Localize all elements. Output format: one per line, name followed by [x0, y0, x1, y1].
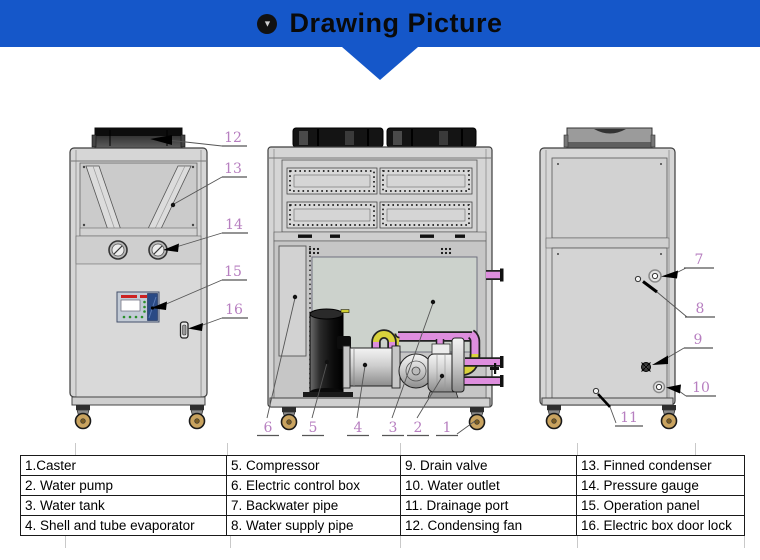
gridline-stub [577, 536, 578, 548]
rear-view: 7 8 9 10 11 [539, 127, 716, 430]
down-triangle-circle-icon: ▼ [257, 13, 278, 34]
drainage-port [592, 387, 600, 395]
part-cell: 6. Electric control box [226, 475, 401, 496]
callout-1: 1 [443, 420, 452, 436]
table-row: 2. Water pump 6. Electric control box 10… [20, 475, 745, 496]
gridline-stub [65, 536, 66, 548]
caster [468, 407, 486, 431]
part-cell: 16. Electric box door lock [576, 515, 745, 536]
rivet-clusters [308, 247, 452, 353]
internal-view: 6 5 4 3 2 1 [257, 127, 504, 437]
part-cell: 15. Operation panel [576, 495, 745, 516]
banner-pointer [342, 47, 418, 80]
callout-15: 15 [224, 264, 242, 280]
callout-7: 7 [695, 252, 704, 268]
callout-10: 10 [692, 380, 710, 396]
operation-panel [116, 291, 160, 323]
gridline-stub [75, 443, 76, 455]
front-view: 12 13 14 15 16 [69, 127, 248, 430]
parts-table: 1.Caster 5. Compressor 9. Drain valve 13… [20, 455, 745, 536]
caster [74, 405, 92, 430]
part-cell: 4. Shell and tube evaporator [20, 515, 227, 536]
water-supply-port [634, 275, 642, 283]
caster [280, 407, 298, 431]
evaporator [342, 345, 401, 389]
internal-callouts [257, 294, 476, 437]
part-cell: 5. Compressor [226, 455, 401, 476]
callout-13: 13 [224, 161, 242, 177]
condenser-grille [79, 162, 198, 237]
callout-6: 6 [264, 420, 273, 436]
rear-fan-shroud [563, 127, 656, 149]
section-title: Drawing Picture [289, 8, 503, 38]
part-cell: 11. Drainage port [400, 495, 577, 516]
callout-12: 12 [224, 130, 242, 146]
caster [660, 405, 678, 430]
gridline-stub [227, 443, 228, 455]
part-cell: 2. Water pump [20, 475, 227, 496]
callout-3: 3 [389, 420, 398, 436]
rear-callouts [597, 267, 716, 427]
pressure-gauges [75, 235, 202, 265]
caster [545, 405, 563, 430]
electric-control-box [278, 245, 307, 357]
callout-16: 16 [225, 302, 243, 318]
part-cell: 7. Backwater pipe [226, 495, 401, 516]
callout-14: 14 [225, 217, 243, 233]
gridline-stub [577, 443, 578, 455]
front-callouts [150, 135, 248, 331]
fan-shroud [91, 127, 186, 149]
callout-5: 5 [309, 420, 318, 436]
part-cell: 8. Water supply pipe [226, 515, 401, 536]
table-row: 1.Caster 5. Compressor 9. Drain valve 13… [20, 455, 745, 476]
table-row: 4. Shell and tube evaporator 8. Water su… [20, 515, 745, 536]
callout-4: 4 [354, 420, 363, 436]
part-cell: 12. Condensing fan [400, 515, 577, 536]
door-lock-handle [179, 321, 189, 339]
callout-11: 11 [620, 410, 638, 426]
table-row: 3. Water tank 7. Backwater pipe 11. Drai… [20, 495, 745, 516]
gridline-stub [744, 536, 745, 548]
gridline-stub [695, 443, 696, 455]
callout-8: 8 [696, 301, 705, 317]
chiller-technical-drawing: 12 13 14 15 16 [69, 127, 716, 437]
callout-2: 2 [414, 420, 423, 436]
part-cell: 3. Water tank [20, 495, 227, 516]
part-cell: 10. Water outlet [400, 475, 577, 496]
upper-riveted-panels [281, 159, 478, 233]
condensing-fans [292, 127, 477, 148]
gridline-stub [230, 536, 231, 548]
part-cell: 9. Drain valve [400, 455, 577, 476]
gridline-stub [400, 443, 401, 455]
part-cell: 13. Finned condenser [576, 455, 745, 476]
section-banner: ▼ Drawing Picture [0, 0, 760, 47]
caster [188, 405, 206, 430]
front-base [71, 396, 206, 406]
part-cell: 14. Pressure gauge [576, 475, 745, 496]
gridline-stub [400, 536, 401, 548]
rear-ports [592, 269, 666, 395]
part-cell: 1.Caster [20, 455, 227, 476]
callout-9: 9 [694, 332, 703, 348]
